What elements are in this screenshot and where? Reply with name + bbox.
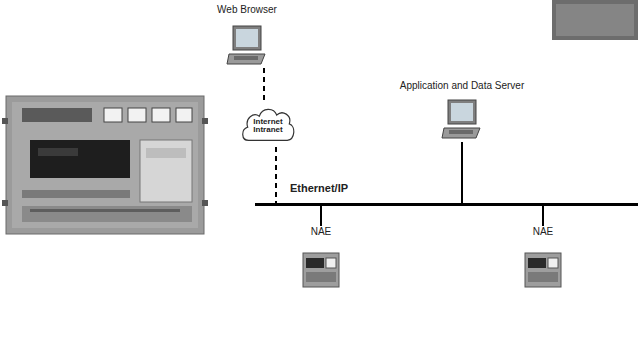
dashed-link: [275, 147, 277, 203]
dashed-link: [263, 68, 265, 103]
node-label: NAE: [518, 226, 568, 237]
server-node: Application and Data Server: [390, 80, 534, 142]
node-label: Web Browser: [205, 4, 289, 15]
cloud-label: Internet Intranet: [247, 118, 289, 135]
node-label: NAE: [296, 226, 346, 237]
nae-controller-photo: [2, 96, 208, 234]
network-label: Ethernet/IP: [290, 182, 348, 194]
internet-cloud: Internet Intranet: [239, 103, 297, 147]
network-drop: [542, 206, 544, 226]
nae-icon: [524, 252, 562, 288]
nae-icon: [302, 252, 340, 288]
ethernet-bus: Ethernet/IP: [255, 203, 638, 206]
network-drop: [461, 142, 463, 203]
node-label: Application and Data Server: [390, 80, 534, 91]
nae-node: NAE: [296, 226, 346, 288]
laptop-icon: [440, 98, 484, 142]
web-browser-node: Web Browser: [205, 4, 289, 68]
nae-node: NAE: [518, 226, 568, 288]
laptop-icon: [225, 24, 269, 68]
corner-photo: [552, 0, 638, 40]
network-drop: [320, 206, 322, 226]
